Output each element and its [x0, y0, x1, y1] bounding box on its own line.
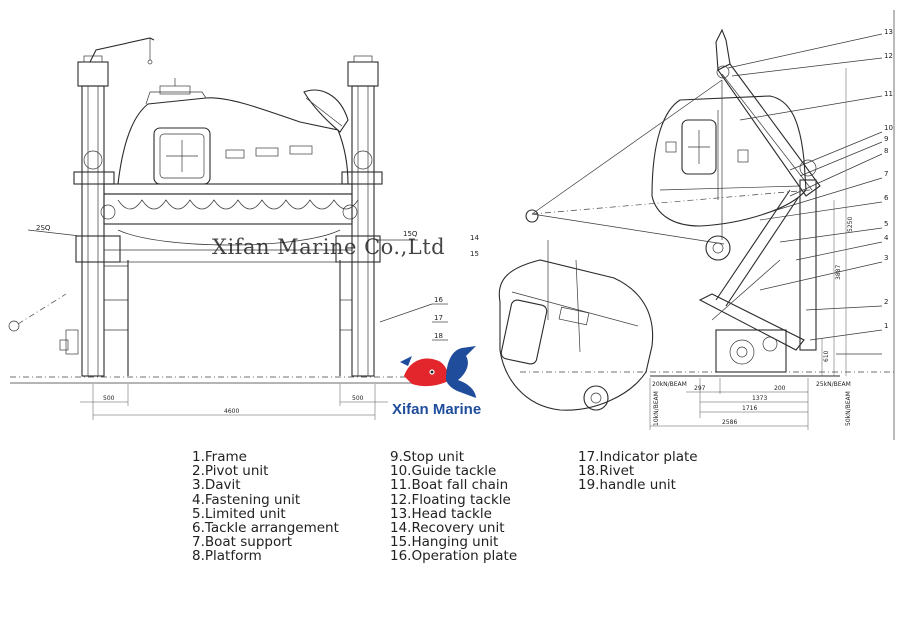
- legend-item: 10.Guide tackle: [390, 463, 497, 480]
- legend-item: 1.Frame: [192, 449, 247, 465]
- dim-overall-width: 4600: [224, 408, 239, 415]
- callout-8: 8: [884, 147, 888, 155]
- callout-17: 17: [434, 314, 443, 322]
- dim-right-margin: 500: [352, 395, 364, 402]
- callout-2sq: 2SQ: [36, 224, 51, 232]
- dim-1373: 1373: [752, 395, 767, 402]
- side-view: 13 12 11 10 9 8 7 6 5 4 3 2 1 5250 3887 …: [498, 10, 896, 440]
- dim-200: 200: [774, 385, 786, 392]
- legend-item: 16.Operation plate: [390, 548, 518, 565]
- callout-4: 4: [884, 234, 889, 242]
- legend-item: 13.Head tackle: [390, 505, 492, 522]
- legend-item: 4.Fastening unit: [192, 491, 301, 508]
- dim-3887: 3887: [835, 265, 842, 280]
- legend-item: 2.Pivot unit: [192, 463, 269, 480]
- legend-item: 11.Boat fall chain: [390, 477, 509, 494]
- legend-item: 15.Hanging unit: [390, 534, 499, 551]
- beam-label-right-top: 25kN/BEAM: [816, 381, 851, 388]
- callout-15q: 15Q: [403, 230, 418, 238]
- dim-left-margin: 500: [103, 395, 115, 402]
- fish-blue-tail: [446, 346, 476, 398]
- callout-18: 18: [434, 332, 443, 340]
- callout-15: 15: [470, 250, 479, 258]
- legend-item: 17.Indicator plate: [578, 449, 698, 465]
- callout-11: 11: [884, 90, 893, 98]
- fish-red-body: [404, 358, 450, 387]
- callout-16: 16: [434, 296, 443, 304]
- beam-label-right-side: 50kN/BEAM: [845, 391, 852, 426]
- lifeboat-stowed: [651, 95, 807, 261]
- callout-1: 1: [884, 322, 888, 330]
- legend-item: 5.Limited unit: [192, 505, 286, 522]
- callout-10: 10: [884, 124, 893, 132]
- beam-label-left-side: 10kN/BEAM: [653, 391, 660, 426]
- front-view: 2SQ 15Q 14 15 16 17 18 500 500 4600: [8, 37, 479, 420]
- legend-item: 19.handle unit: [578, 477, 676, 494]
- right-pillar: [335, 55, 383, 377]
- lifeboat-front: [117, 78, 359, 246]
- legend-item: 6.Tackle arrangement: [192, 520, 339, 537]
- legend-item: 7.Boat support: [192, 534, 293, 551]
- legend-item: 3.Davit: [192, 477, 241, 494]
- xifan-marine-logo: Xifan Marine: [392, 346, 481, 418]
- side-callout-leaders: [727, 33, 883, 355]
- beam-label-left-top: 20kN/BEAM: [652, 381, 687, 388]
- callout-6: 6: [884, 194, 889, 202]
- legend-item: 12.Floating tackle: [390, 491, 511, 508]
- davit-technical-drawing: 2SQ 15Q 14 15 16 17 18 500 500 4600: [8, 10, 896, 440]
- dim-297: 297: [694, 385, 706, 392]
- dim-2586: 2586: [722, 419, 737, 426]
- callout-3: 3: [884, 254, 888, 262]
- legend-item: 14.Recovery unit: [390, 520, 505, 537]
- dim-5250: 5250: [847, 217, 854, 232]
- dim-1716: 1716: [742, 405, 757, 412]
- callout-5: 5: [884, 220, 888, 228]
- legend-column-3: 17.Indicator plate 18.Rivet 19.handle un…: [578, 450, 698, 493]
- callout-14: 14: [470, 234, 479, 242]
- callout-13: 13: [884, 28, 893, 36]
- dim-610: 610: [823, 350, 830, 362]
- callout-9: 9: [884, 135, 888, 143]
- logo-text: Xifan Marine: [392, 401, 481, 418]
- callout-2: 2: [884, 298, 888, 306]
- legend-column-1: 1.Frame 2.Pivot unit 3.Davit 4.Fastening…: [192, 450, 339, 564]
- legend-item: 18.Rivet: [578, 463, 635, 480]
- legend-item: 9.Stop unit: [390, 449, 465, 465]
- left-pillar: [59, 55, 129, 377]
- lifeboat-swung-out: [498, 240, 654, 411]
- watermark: Xifan Marine Co.,Ltd: [212, 235, 445, 259]
- legend-item: 8.Platform: [192, 548, 262, 565]
- callout-12: 12: [884, 52, 893, 60]
- legend-column-2: 9.Stop unit 10.Guide tackle 11.Boat fall…: [390, 450, 517, 564]
- callout-7: 7: [884, 170, 888, 178]
